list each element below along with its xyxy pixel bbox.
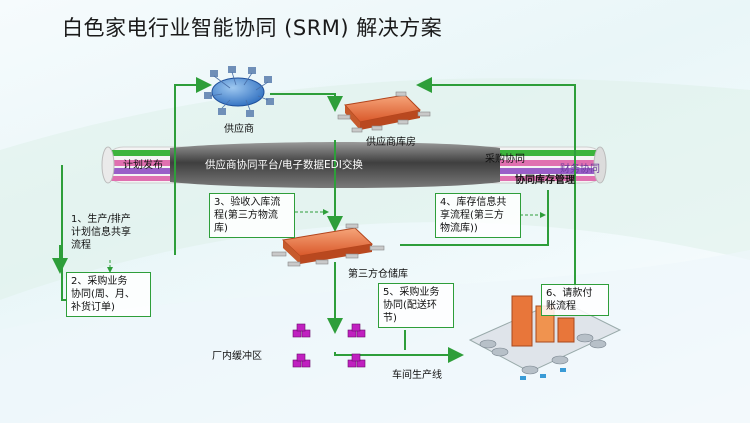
- plan-release-label: 计划发布: [123, 160, 163, 171]
- supplier-warehouse-label: 供应商库房: [366, 137, 416, 148]
- dashed-connectors: [107, 209, 546, 273]
- supplier-warehouse-icon: [337, 91, 431, 133]
- third-party-warehouse-icon: [271, 223, 385, 267]
- edi-pipe: [101, 142, 607, 188]
- supplier-label: 供应商: [224, 124, 254, 135]
- process-box-3: 3、验收入库流 程(第三方物流 库): [209, 193, 295, 238]
- process-box-2: 2、采购业务 协同(周、月、 补货订单): [66, 272, 151, 317]
- supplier-network-icon: [204, 66, 274, 117]
- buffer-zone-cubes: [292, 323, 366, 368]
- inventory-mgmt-label: 协同库存管理: [515, 175, 575, 186]
- buffer-zone-label: 厂内缓冲区: [212, 351, 262, 362]
- process-box-4: 4、库存信息共 享流程(第三方 物流库)): [435, 193, 521, 238]
- process-box-5: 5、采购业务 协同(配送环 节): [378, 283, 454, 328]
- workshop-line-label: 车间生产线: [392, 370, 442, 381]
- third-party-warehouse-label: 第三方仓储库: [348, 269, 408, 280]
- purchase-collab-label: 采购协同: [485, 154, 525, 165]
- page-title: 白色家电行业智能协同 (SRM) 解决方案: [62, 16, 443, 40]
- process-box-1: 1、生产/排产 计划信息共享 流程: [71, 214, 131, 251]
- finance-collab-label: 财务协同: [560, 164, 600, 175]
- factory-illustration: [468, 295, 622, 380]
- flow-lines: [52, 77, 576, 363]
- process-box-6: 6、请款付 账流程: [541, 284, 609, 316]
- pipe-center-label: 供应商协同平台/电子数据EDI交换: [205, 159, 363, 171]
